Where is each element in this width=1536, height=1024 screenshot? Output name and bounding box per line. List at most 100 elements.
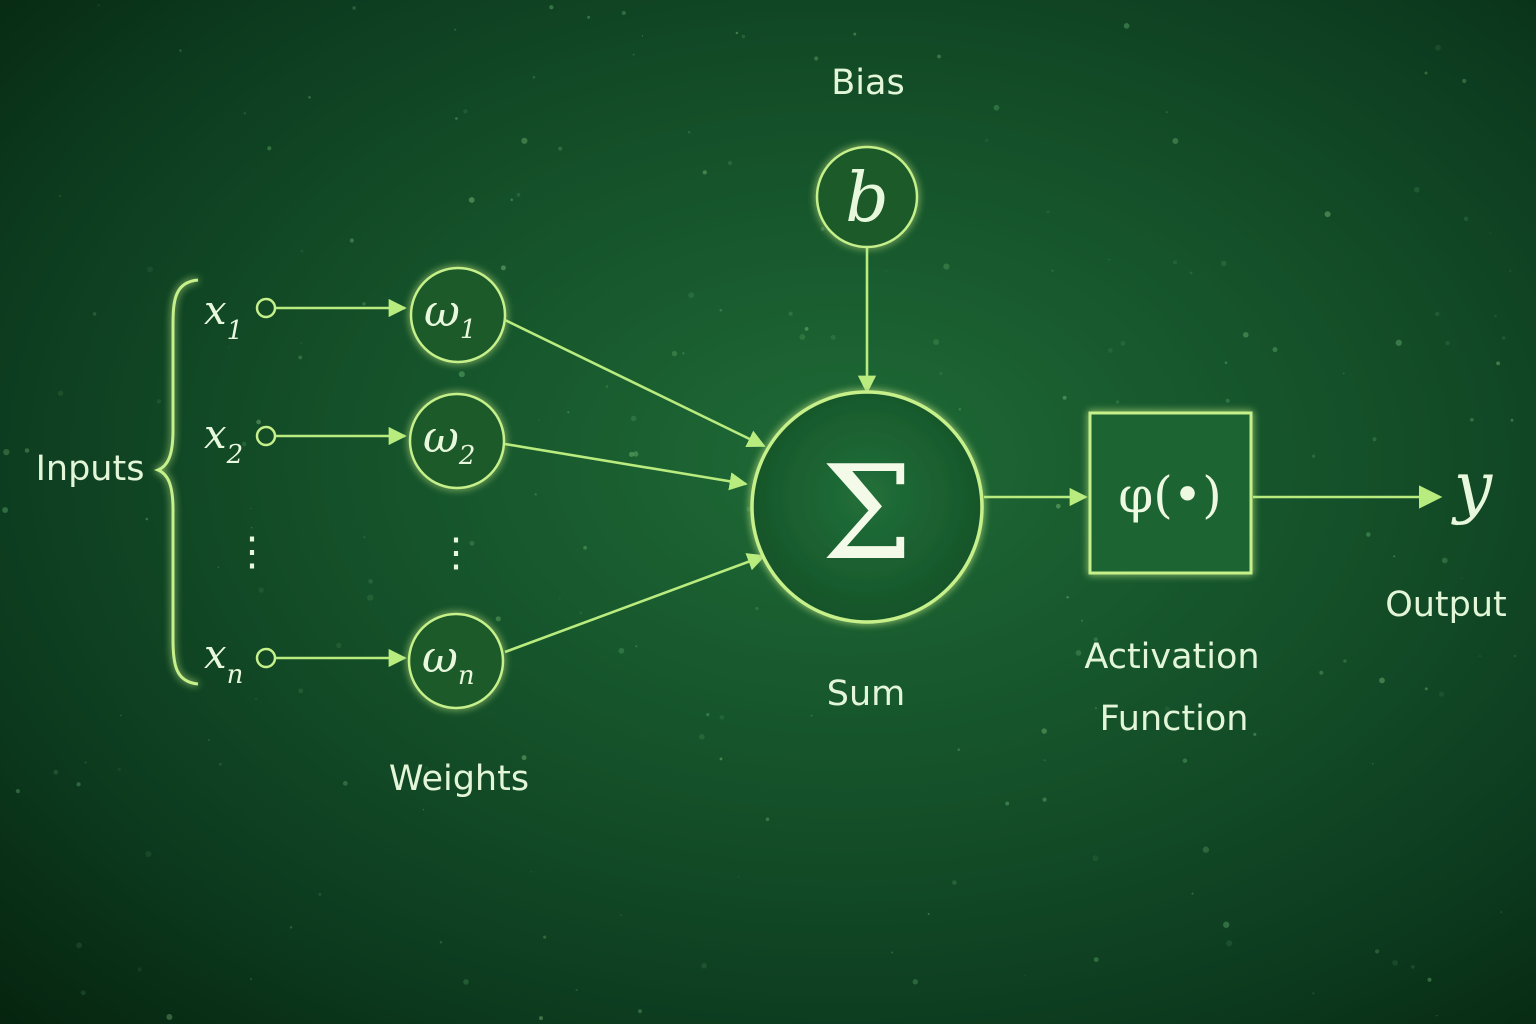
background-particle <box>53 769 59 775</box>
background-particle <box>76 942 83 949</box>
background-particle <box>1502 336 1506 340</box>
background-particle <box>463 979 469 985</box>
background-particle <box>1324 211 1331 218</box>
background-particle <box>1513 654 1517 658</box>
background-particle <box>318 892 322 896</box>
background-particle <box>241 441 247 447</box>
background-particle <box>984 138 989 143</box>
background-particle <box>1005 801 1010 806</box>
background-particle <box>1055 503 1061 509</box>
background-particle <box>937 54 941 59</box>
sum-label: Sum <box>827 674 906 714</box>
background-particle <box>1172 138 1179 144</box>
background-particle <box>352 6 356 10</box>
weight-node-n <box>407 612 505 710</box>
background-particle <box>521 755 527 761</box>
background-particle <box>368 579 373 584</box>
background-particle <box>605 385 609 388</box>
background-particle <box>349 238 354 243</box>
background-particle <box>342 781 348 786</box>
background-particle <box>1075 650 1082 656</box>
background-particle <box>422 809 425 811</box>
background-particle <box>891 951 894 954</box>
background-particle <box>853 32 857 36</box>
activation-symbol: φ(•) <box>1118 466 1222 524</box>
background-particle <box>701 962 707 969</box>
background-particle <box>145 850 152 858</box>
background-particle <box>1413 186 1420 193</box>
input-2-port <box>255 425 277 447</box>
background-particle <box>1226 940 1233 947</box>
background-particle <box>912 979 918 985</box>
background-particle <box>1253 732 1257 737</box>
background-particle <box>1164 706 1171 712</box>
background-particle <box>308 96 311 99</box>
background-particle <box>250 507 252 510</box>
background-particle <box>1462 78 1467 84</box>
background-particle <box>1051 269 1054 272</box>
background-particle <box>84 761 87 764</box>
background-particle <box>549 5 554 10</box>
background-particle <box>702 170 707 175</box>
sum-node <box>750 390 984 624</box>
background-particle <box>1510 418 1514 422</box>
input-ellipsis: ⋮ <box>232 529 272 575</box>
background-particle <box>952 880 957 885</box>
background-particle <box>500 413 502 415</box>
background-particle <box>463 109 468 114</box>
background-particle <box>765 817 770 822</box>
background-particle <box>539 1016 543 1021</box>
background-particle <box>933 338 940 346</box>
background-particle <box>495 616 501 622</box>
background-particle <box>1461 577 1463 580</box>
background-particle <box>1041 728 1047 734</box>
background-particle <box>468 197 475 203</box>
weight-1-connector <box>504 318 766 448</box>
inputs-brace <box>153 278 199 686</box>
background-particle <box>1438 691 1445 697</box>
background-particle <box>454 28 457 31</box>
background-particle <box>59 195 61 197</box>
background-particle <box>688 292 695 299</box>
background-particle <box>583 545 587 550</box>
background-particle <box>80 990 86 996</box>
background-particle <box>682 352 685 355</box>
background-particle <box>24 448 30 453</box>
bias-symbol: b <box>845 159 889 238</box>
background-particle <box>543 935 547 939</box>
background-particle <box>1343 659 1347 663</box>
input-n-port <box>255 647 277 669</box>
background-particle <box>1500 911 1502 913</box>
background-particle <box>939 371 943 376</box>
background-particle <box>1191 892 1194 895</box>
background-particle <box>637 1009 643 1014</box>
background-particle <box>1441 557 1448 564</box>
background-particle <box>250 978 252 980</box>
background-particle <box>885 270 887 272</box>
background-particle <box>3 448 10 456</box>
background-particles <box>2 4 1517 1021</box>
background-particle <box>993 104 1000 111</box>
background-particle <box>530 871 532 873</box>
weight-2-label: ω2 <box>423 412 475 471</box>
background-particle <box>719 308 723 312</box>
background-particle <box>1043 759 1046 762</box>
background-particle <box>635 645 638 648</box>
background-particle <box>179 49 182 52</box>
background-particle <box>943 263 950 270</box>
background-particle <box>1202 846 1210 853</box>
background-particle <box>830 334 836 340</box>
background-particle <box>741 34 746 39</box>
background-particle <box>1115 400 1120 404</box>
background-particle <box>1427 977 1432 982</box>
background-particle <box>1379 677 1385 684</box>
background-particle <box>458 371 465 378</box>
background-particle <box>217 566 220 569</box>
background-particle <box>92 312 97 316</box>
activation-label-line1: Activation <box>1084 637 1259 677</box>
background-particle <box>57 390 64 396</box>
background-particle <box>516 192 521 197</box>
background-particle <box>1094 707 1098 710</box>
bias-label: Bias <box>831 63 904 103</box>
background-particle <box>300 342 303 345</box>
